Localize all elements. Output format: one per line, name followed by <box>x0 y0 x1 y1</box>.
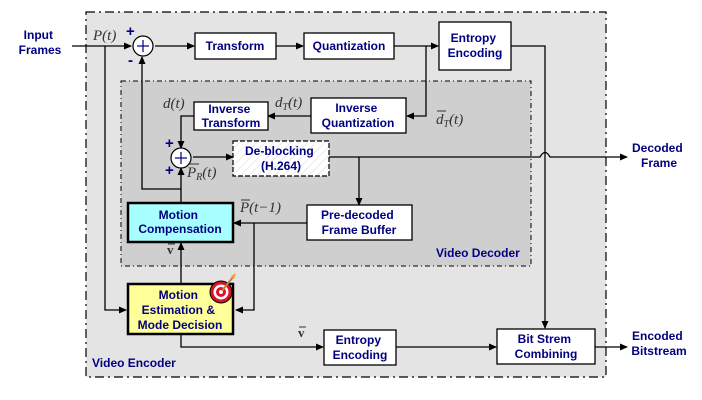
video-decoder-label: Video Decoder <box>436 246 520 260</box>
signal-d-t-label: d(t) <box>163 96 185 112</box>
input-to-motion-estimation-arrow <box>104 46 127 314</box>
svg-text:Motion Estimation &: Motion Estimation & Mode Decision <box>138 288 223 332</box>
signal-pR-label: PR(t) <box>186 163 216 183</box>
svg-text:P(t−1): P(t−1) <box>239 200 281 216</box>
svg-text:PR(t): PR(t) <box>186 165 216 183</box>
sum1-minus-sign: - <box>128 52 133 69</box>
signal-dT-bar-label: dT(t) <box>436 110 463 130</box>
svg-text:dT(t): dT(t) <box>436 112 463 130</box>
sum1-plus-sign: + <box>126 23 135 40</box>
predecoded-frame-buffer-block[interactable]: Pre-decoded Frame Buffer <box>306 204 413 241</box>
svg-text:Pre-decoded Frame Buffer: Pre-decoded Frame Buffer <box>321 208 397 237</box>
target-icon <box>209 273 236 304</box>
inverse-quantization-block[interactable]: Inverse Quantization <box>310 97 407 134</box>
svg-text:Motion Compensation: Motion Compensation <box>138 208 221 236</box>
svg-text:Entropy Encoding: Entropy Encoding <box>333 333 388 362</box>
buffer-to-motion-estimation-arrow <box>235 223 255 314</box>
motion-vector-label-2: v <box>298 325 306 340</box>
svg-text:v: v <box>167 242 174 257</box>
entropy-top-to-bitstream-combining-arrow <box>511 45 549 329</box>
input-frames-label: Input Frames <box>19 28 62 57</box>
inverse-transform-to-sum2-arrow <box>177 115 194 149</box>
svg-text:Bit Strem Combining: Bit Strem Combining <box>515 332 578 361</box>
entropy-encoding-top-block[interactable]: Entropy Encoding <box>438 21 512 71</box>
quantization-to-inverse-quantization-arrow <box>406 46 427 120</box>
signal-p-prev-label: P(t−1) <box>239 199 281 216</box>
motion-vector-label-1: v <box>167 242 175 257</box>
encoded-bitstream-label: Encoded Bitstream <box>631 329 686 358</box>
svg-text:Inverse Quantization: Inverse Quantization <box>322 101 395 130</box>
sum-junction-2 <box>170 147 192 169</box>
transform-block[interactable]: Transform <box>194 32 277 60</box>
svg-text:Quantization: Quantization <box>313 39 386 53</box>
video-encoder-label: Video Encoder <box>92 356 176 370</box>
quantization-block[interactable]: Quantization <box>303 32 395 60</box>
svg-text:Entropy Encoding: Entropy Encoding <box>448 31 503 60</box>
svg-text:Inverse Transform: Inverse Transform <box>202 102 261 130</box>
decoded-frame-label: Decoded Frame <box>632 141 686 170</box>
svg-text:Transform: Transform <box>206 39 265 53</box>
sum-junction-1 <box>132 35 154 57</box>
motion-compensation-block[interactable]: Motion Compensation <box>126 201 235 244</box>
entropy-encoding-bottom-block[interactable]: Entropy Encoding <box>323 329 397 366</box>
bitstream-combining-block[interactable]: Bit Strem Combining <box>496 328 596 365</box>
deblocking-block[interactable]: De-blocking (H.264) <box>232 140 330 177</box>
signal-p-t-label: P(t) <box>92 28 116 44</box>
sum2-plus-bottom-sign: + <box>165 162 174 179</box>
sum2-plus-top-sign: + <box>165 135 174 152</box>
svg-text:De-blocking (H.264): De-blocking (H.264) <box>245 144 317 173</box>
signal-dT-t-label: dT(t) <box>275 95 302 113</box>
prediction-to-sum1-arrow <box>138 56 181 190</box>
inverse-transform-block[interactable]: Inverse Transform <box>193 101 269 131</box>
motion-vectors-to-entropy-arrow <box>180 334 324 351</box>
svg-text:v: v <box>298 325 305 340</box>
